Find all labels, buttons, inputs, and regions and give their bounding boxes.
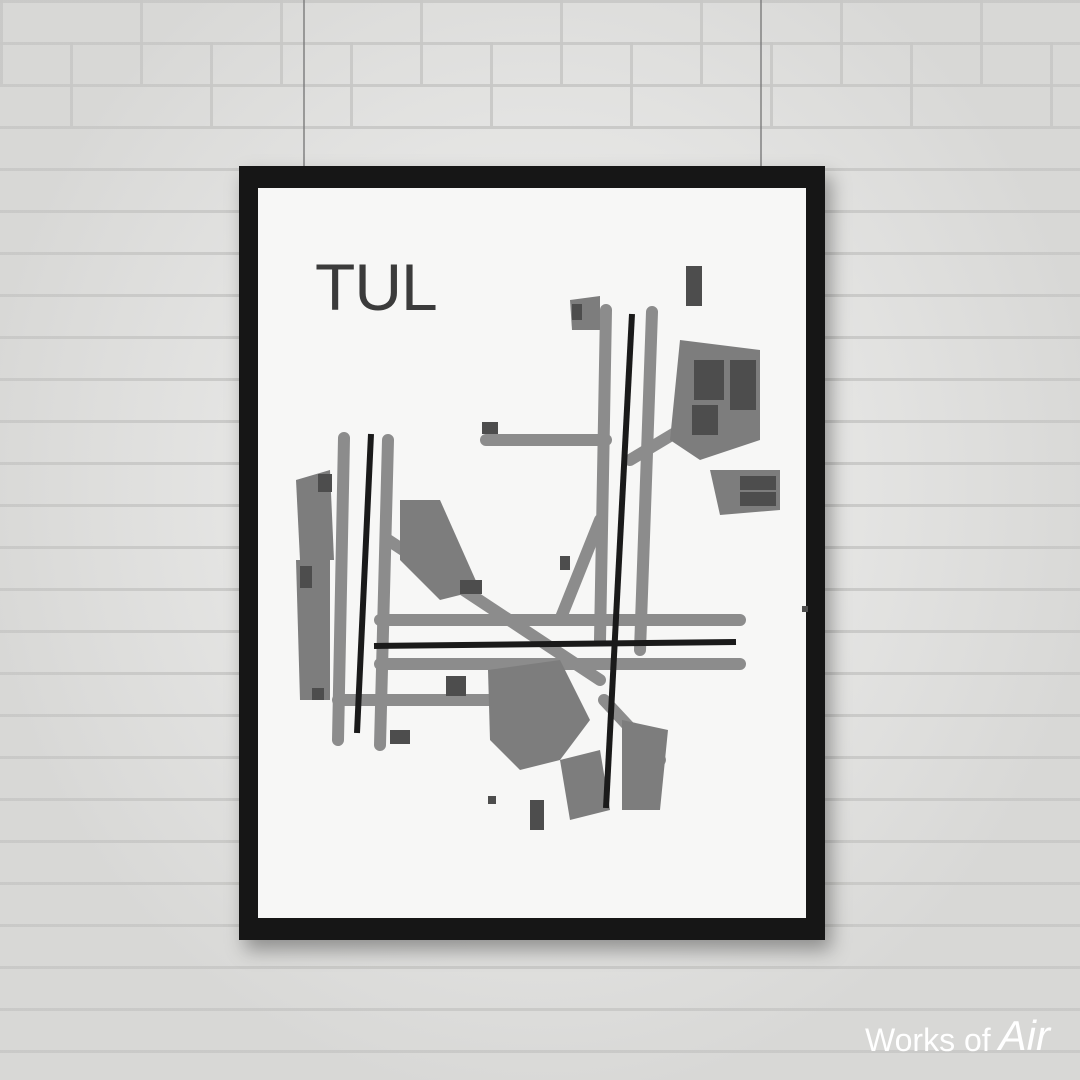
ga-apron [400, 500, 480, 600]
building-e1 [802, 606, 808, 612]
building-n1 [482, 422, 498, 434]
hangar-1 [694, 360, 724, 400]
buildings [300, 266, 808, 830]
south-east-apron [622, 720, 668, 810]
hangar-3 [692, 405, 718, 435]
brand-logo: Works of Air [865, 1012, 1050, 1059]
building-w3 [312, 688, 324, 700]
building-w2 [300, 566, 312, 588]
runways [354, 313, 737, 809]
cargo-2 [740, 492, 776, 506]
taxiway-east-parallel-east [634, 306, 658, 656]
building-s3 [488, 796, 496, 804]
south-apron [560, 750, 610, 820]
west-apron-south [296, 560, 330, 700]
runway-east [603, 313, 635, 809]
building-w1 [318, 474, 332, 492]
hanging-wire-left [303, 0, 305, 168]
taxiway-west-parallel [332, 432, 350, 746]
building-n2 [572, 304, 582, 320]
poster-title: TUL [315, 250, 438, 324]
building-c1 [560, 556, 570, 570]
building-ga1 [460, 580, 482, 594]
building-s2 [530, 800, 544, 830]
tower-building [686, 266, 702, 306]
building-s1 [390, 730, 410, 744]
brand-name-accent: Air [998, 1012, 1050, 1059]
west-apron-north [296, 470, 334, 560]
hangar-2 [730, 360, 756, 410]
poster-paper [258, 188, 806, 918]
runway-west [354, 433, 374, 734]
terminal-apron [488, 660, 590, 770]
cargo-1 [740, 476, 776, 490]
taxiway-angle [554, 514, 606, 626]
brand-name: Works of [865, 1022, 991, 1058]
building-t1 [446, 676, 466, 696]
hanging-wire-right [760, 0, 762, 168]
runway-crosswind [373, 639, 737, 649]
taxiway-east-parallel-west [594, 304, 612, 646]
